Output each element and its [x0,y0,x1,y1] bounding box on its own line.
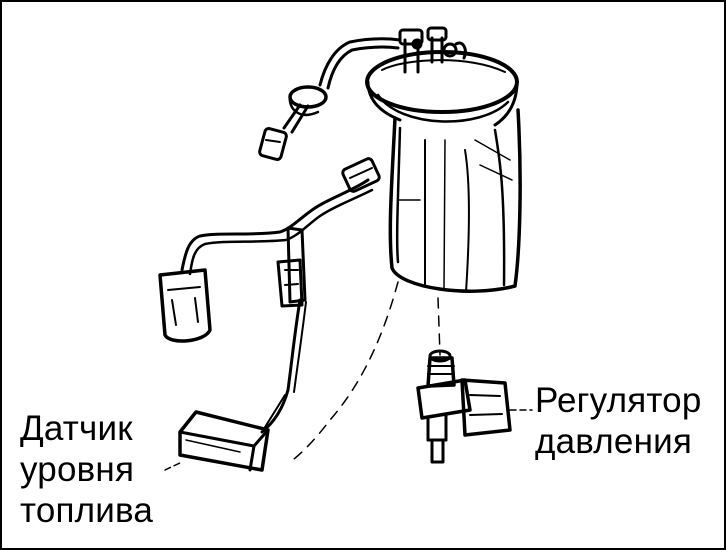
pressure-regulator [416,349,512,464]
assembly-guide-lines [289,281,441,463]
fuel-level-sensor-float [178,410,270,472]
wiring-harness [158,157,381,434]
pressure-regulator-label: Регулятор давления [535,380,702,462]
sensor-leader-line [164,461,183,471]
pressure-regulator-label-line-1: Регулятор [535,381,702,420]
fuel-hose-connector [258,37,402,161]
fuel-level-sensor-label-line-1: Датчик [20,409,133,448]
fuel-level-sensor-label-line-3: топлива [20,491,154,530]
pressure-regulator-label-line-2: давления [535,422,692,461]
fuel-pump-module [365,26,522,293]
fuel-level-sensor-label: Датчик уровня топлива [20,408,153,531]
fuel-level-sensor-label-line-2: уровня [20,450,135,489]
